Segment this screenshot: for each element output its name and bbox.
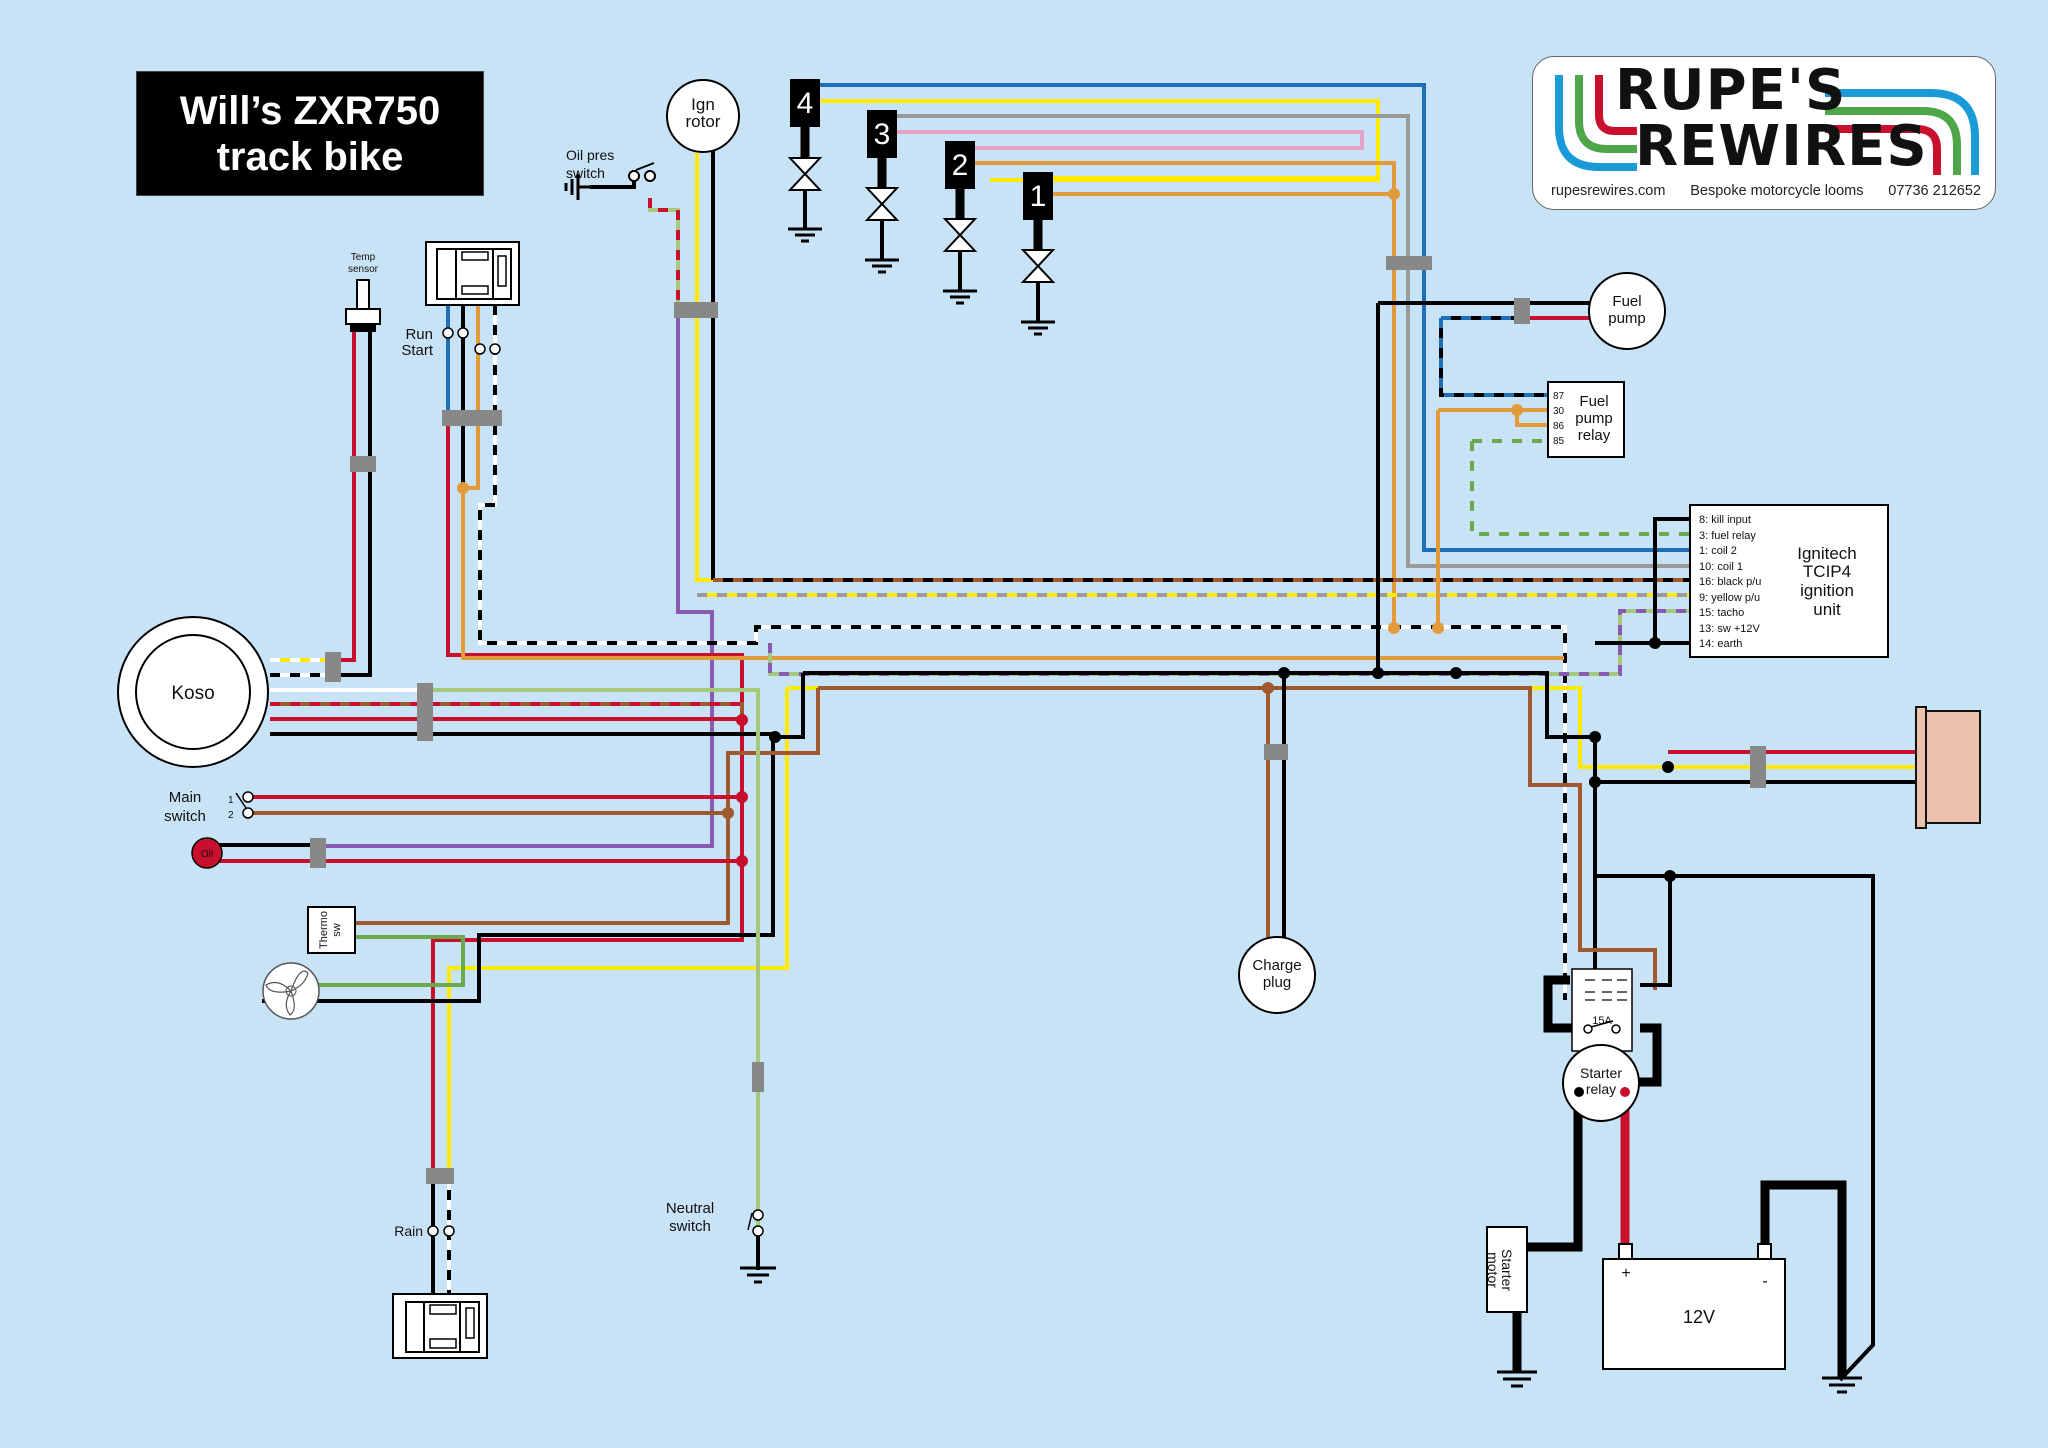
koso-dash [117, 616, 269, 768]
ign-pin: 16: black p/u [1699, 576, 1761, 588]
main-switch-pin-2: 2 [228, 810, 234, 821]
starter-motor [1486, 1226, 1537, 1388]
ign-pin: 3: fuel relay [1699, 530, 1756, 542]
thermo-switch [307, 906, 356, 954]
title-line-2: track bike [216, 134, 404, 179]
title-line-1: Will’s ZXR750 [179, 88, 441, 133]
connector [1386, 256, 1432, 270]
neutral-switch [740, 1209, 776, 1284]
oil-lamp-label: Oil [201, 849, 213, 860]
oil-warning-lamp [191, 837, 223, 869]
battery-plus: + [1621, 1265, 1630, 1282]
ign-unit-label-4: unit [1813, 600, 1841, 619]
main-switch-label-2: switch [164, 808, 206, 825]
starter-motor-label-2: motor [1485, 1252, 1501, 1288]
logo-phone: 07736 212652 [1888, 183, 1981, 199]
ign-rotor [666, 79, 740, 153]
relay-pin-85: 85 [1553, 436, 1565, 447]
ign-unit-label-2: TCIP4 [1803, 562, 1851, 581]
coil-2-label: 2 [952, 149, 969, 182]
ign-pin: 9: yellow p/u [1699, 592, 1760, 604]
starter-relay [1562, 968, 1640, 1122]
ignition-coils [787, 79, 1056, 336]
ign-pin: 15: tacho [1699, 607, 1744, 619]
tail-light [1915, 706, 1981, 829]
ign-unit-label-1: Ignitech [1797, 544, 1857, 563]
temp-sensor [345, 279, 381, 332]
neutral-switch-label-1: Neutral [666, 1200, 714, 1217]
handlebar-switch-right [425, 241, 520, 355]
coil-3-label: 3 [874, 118, 891, 151]
fuse-label: 15A [1592, 1015, 1612, 1027]
logo-tagline: Bespoke motorcycle looms [1690, 183, 1864, 199]
relay-pin-86: 86 [1553, 421, 1565, 432]
ign-unit-label-3: ignition [1800, 581, 1854, 600]
ign-rotor-label-2: rotor [686, 112, 721, 131]
ign-pin: 10: coil 1 [1699, 561, 1743, 573]
charge-plug [1238, 936, 1316, 1014]
coil-1-label: 1 [1030, 180, 1047, 213]
charge-plug-label-1: Charge [1252, 957, 1301, 974]
fuel-relay-label-3: relay [1578, 427, 1611, 444]
ign-pin: 13: sw +12V [1699, 623, 1761, 635]
battery [1602, 1243, 1862, 1394]
fuel-relay-label-1: Fuel [1579, 393, 1608, 410]
temp-sensor-label-1: Temp [351, 252, 376, 263]
oil-pres-label-2: switch [566, 165, 605, 181]
logo-line-1: RUPE'S [1615, 58, 1847, 123]
start-label: Start [401, 342, 434, 359]
fuel-relay-label-2: pump [1575, 410, 1613, 427]
battery-minus: - [1762, 1273, 1767, 1290]
run-label: Run [405, 326, 433, 343]
fuel-pump [1588, 272, 1666, 350]
main-switch-pin-1: 1 [228, 795, 234, 806]
logo-website: rupesrewires.com [1551, 183, 1666, 199]
fan-icon [262, 962, 320, 1020]
relay-pin-87: 87 [1553, 391, 1565, 402]
charge-plug-label-2: plug [1263, 974, 1291, 991]
coil-4-label: 4 [797, 87, 814, 120]
temp-sensor-label-2: sensor [348, 264, 379, 275]
rupes-rewires-logo: RUPE'S REWIRES rupesrewires.com Bespoke … [1532, 56, 1996, 210]
battery-voltage: 12V [1683, 1307, 1715, 1327]
starter-motor-label-1: Starter [1499, 1249, 1515, 1291]
diagram-title: Will’s ZXR750 track bike [136, 71, 484, 196]
ign-rotor-label-1: Ign [691, 95, 715, 114]
fuel-pump-label-1: Fuel [1612, 293, 1641, 310]
coil-2 [942, 141, 978, 305]
oil-pres-switch [564, 162, 656, 200]
rain-switch-box [392, 1225, 488, 1359]
koso-label: Koso [171, 683, 214, 704]
connectors [310, 298, 1766, 1184]
ign-pin: 1: coil 2 [1699, 545, 1737, 557]
fuel-pump-label-2: pump [1608, 310, 1646, 327]
ignition-unit [1689, 504, 1889, 658]
rain-label: Rain [394, 1223, 423, 1239]
ign-pin: 8: kill input [1699, 514, 1751, 526]
junction-dots [457, 404, 1676, 882]
starter-relay-label-1: Starter [1580, 1065, 1622, 1081]
main-harness [208, 150, 1918, 1382]
thermo-label-1: Thermo [318, 911, 330, 949]
coil-1 [1020, 172, 1056, 336]
main-switch-label-1: Main [169, 789, 202, 806]
fuel-pump-relay [1547, 381, 1625, 458]
ign-pin: 14: earth [1699, 638, 1742, 650]
thermo-label-2: sw [331, 923, 343, 937]
neutral-switch-label-2: switch [669, 1218, 711, 1235]
coil-3 [864, 110, 900, 274]
logo-line-2: REWIRES [1635, 114, 1928, 179]
ignition-unit-pins: 8: kill input 3: fuel relay 1: coil 2 10… [1699, 514, 1761, 650]
relay-pin-30: 30 [1553, 406, 1565, 417]
main-switch [235, 791, 254, 819]
starter-relay-label-2: relay [1586, 1081, 1616, 1097]
coil-4 [787, 79, 823, 243]
oil-pres-label-1: Oil pres [566, 147, 614, 163]
